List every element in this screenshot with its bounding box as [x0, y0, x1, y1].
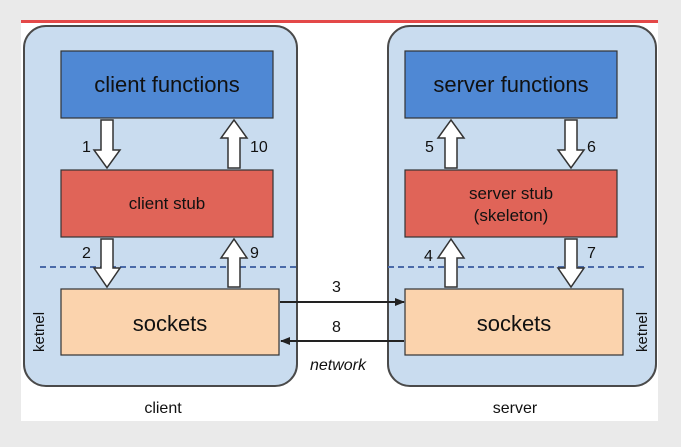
server-functions-label: server functions: [433, 72, 588, 97]
step-label-1: 1: [82, 139, 91, 156]
step-label-8: 8: [332, 319, 341, 336]
server-kernel-label: ketnel: [634, 312, 651, 352]
client-label: client: [144, 400, 182, 417]
server-stub-label-line1: server stub: [469, 184, 553, 203]
arrow-step-6: [556, 119, 586, 170]
arrow-step-7: [556, 238, 586, 289]
step-label-6: 6: [587, 139, 596, 156]
server-sockets-box: [404, 288, 624, 356]
arrow-step-5: [436, 118, 466, 169]
server-stub-box: [404, 169, 618, 238]
step-label-3: 3: [332, 279, 341, 296]
network-label: network: [310, 357, 367, 374]
step-label-7: 7: [587, 245, 596, 262]
arrow-step-1: [92, 119, 122, 170]
client-kernel-label: ketnel: [31, 312, 48, 352]
server-label: server: [493, 400, 538, 417]
server-functions-box: [404, 50, 618, 119]
step-label-10: 10: [250, 139, 268, 156]
client-stub-label: client stub: [129, 194, 206, 213]
client-sockets-box: [60, 288, 280, 356]
client-functions-box: [60, 50, 274, 119]
arrow-step-9: [219, 237, 249, 288]
step-label-2: 2: [82, 245, 91, 262]
step-label-5: 5: [425, 139, 434, 156]
arrow-step-4: [436, 237, 466, 288]
server-sockets-label: sockets: [477, 311, 552, 336]
step-label-9: 9: [250, 245, 259, 262]
step-label-4: 4: [424, 248, 433, 265]
arrow-step-2: [92, 238, 122, 289]
server-stub-label-line2: (skeleton): [474, 206, 549, 225]
client-sockets-label: sockets: [133, 311, 208, 336]
client-stub-box: [60, 169, 274, 238]
arrow-step-10: [219, 118, 249, 169]
client-functions-label: client functions: [94, 72, 240, 97]
top-accent-line: [21, 20, 658, 23]
